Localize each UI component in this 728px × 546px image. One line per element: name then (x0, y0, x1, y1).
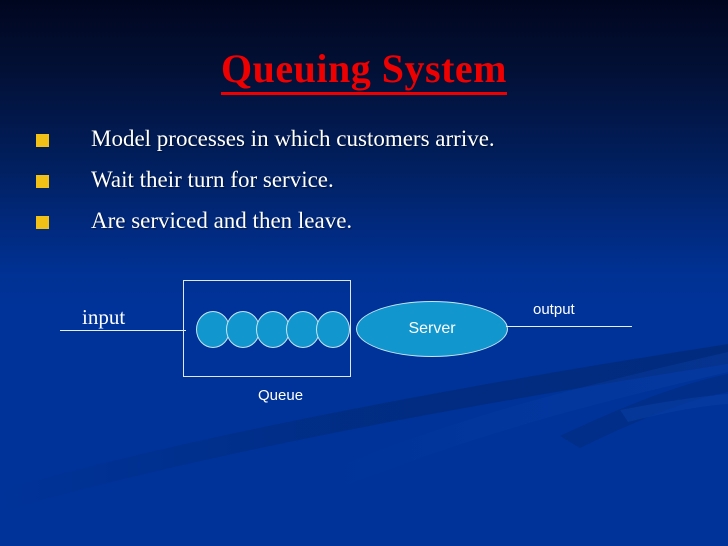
list-item-label: Are serviced and then leave. (91, 208, 353, 233)
queue-customer-circle (316, 311, 350, 348)
queue-customer-circle (286, 311, 320, 348)
output-arrow-line (506, 326, 632, 327)
bullet-list: Model processes in which customers arriv… (36, 126, 676, 249)
list-item: Wait their turn for service. (36, 167, 676, 208)
list-item-label: Wait their turn for service. (91, 167, 334, 192)
list-item: Are serviced and then leave. (36, 208, 676, 249)
input-label: input (82, 305, 126, 329)
list-item-label: Model processes in which customers arriv… (91, 126, 495, 151)
output-label: output (533, 301, 575, 318)
page-title: Queuing System (0, 46, 728, 95)
bullet-square-icon (36, 216, 49, 229)
server-ellipse: Server (356, 301, 508, 357)
queue-label: Queue (258, 387, 304, 404)
server-label: Server (408, 320, 456, 337)
bullet-square-icon (36, 175, 49, 188)
queue-customer-circle (226, 311, 260, 348)
queue-customer-circle (256, 311, 290, 348)
bullet-square-icon (36, 134, 49, 147)
page-title-text: Queuing System (221, 46, 507, 95)
queue-customer-circle (196, 311, 230, 348)
list-item: Model processes in which customers arriv… (36, 126, 676, 167)
input-arrow-line (60, 330, 186, 331)
queue-box (183, 280, 351, 377)
